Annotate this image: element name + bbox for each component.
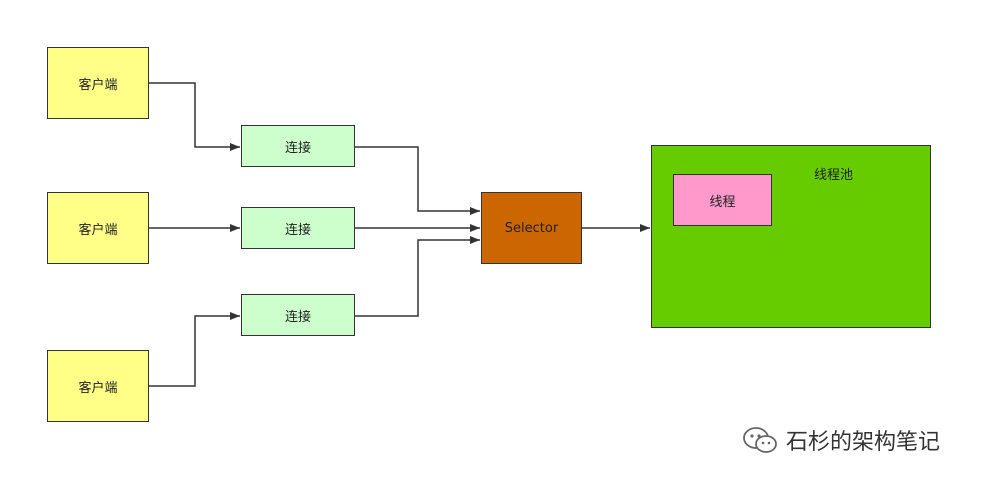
watermark-text: 石杉的架构笔记 bbox=[786, 430, 941, 455]
edge-conn3-selector bbox=[355, 236, 480, 317]
client-label: 客户端 bbox=[78, 77, 118, 93]
edge-client1-conn1 bbox=[149, 82, 240, 151]
wechat-icon bbox=[743, 427, 777, 453]
selector-label: Selector bbox=[504, 220, 559, 236]
edge-conn1-selector bbox=[355, 146, 480, 215]
thread-pool-node: 线程池 线程 bbox=[651, 145, 931, 328]
client-node-2: 客户端 bbox=[47, 192, 149, 264]
thread-node: 线程 bbox=[673, 174, 772, 226]
connection-node-1: 连接 bbox=[241, 125, 355, 167]
thread-label: 线程 bbox=[709, 194, 736, 210]
client-label: 客户端 bbox=[78, 380, 118, 396]
client-label: 客户端 bbox=[78, 222, 118, 238]
client-node-1: 客户端 bbox=[47, 47, 149, 119]
connection-node-2: 连接 bbox=[241, 207, 355, 249]
edge-client3-conn3 bbox=[149, 312, 240, 387]
connection-label: 连接 bbox=[284, 309, 311, 325]
client-node-3: 客户端 bbox=[47, 350, 149, 422]
watermark: 石杉的架构笔记 bbox=[742, 424, 940, 456]
connection-label: 连接 bbox=[284, 222, 311, 238]
connection-label: 连接 bbox=[284, 140, 311, 156]
selector-node: Selector bbox=[481, 192, 582, 264]
thread-pool-label: 线程池 bbox=[814, 168, 854, 183]
connection-node-3: 连接 bbox=[241, 294, 355, 336]
